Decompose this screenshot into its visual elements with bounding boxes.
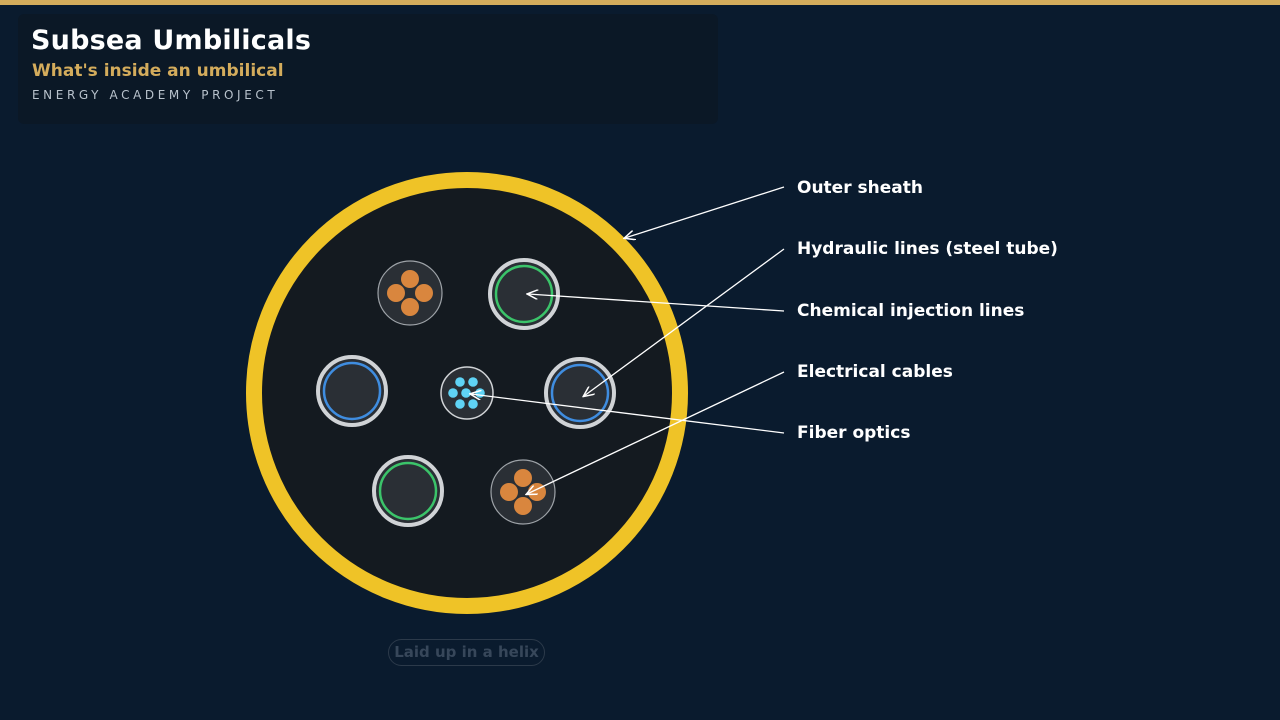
leader-outer-sheath	[625, 186, 785, 238]
project-name: ENERGY ACADEMY PROJECT	[32, 88, 279, 102]
helix-caption-pill: Laid up in a helix	[388, 639, 545, 666]
leader-electrical	[527, 371, 785, 494]
chemical-injection-line-bottom	[372, 455, 444, 527]
label-outer-sheath: Outer sheath	[797, 178, 923, 198]
label-hydraulic-lines: Hydraulic lines (steel tube)	[797, 239, 1058, 259]
title-panel	[18, 14, 718, 124]
label-chemical-injection: Chemical injection lines	[797, 301, 1024, 321]
top-accent-bar	[0, 0, 1280, 5]
hydraulic-line-right	[544, 357, 616, 429]
chemical-injection-line-top	[488, 258, 560, 330]
electrical-cable-top-left	[377, 260, 443, 326]
label-fiber-optics: Fiber optics	[797, 423, 910, 443]
leader-hydraulic	[584, 248, 785, 396]
hydraulic-line-left	[316, 355, 388, 427]
label-electrical-cables: Electrical cables	[797, 362, 953, 382]
electrical-cable-bottom-right	[490, 459, 556, 525]
leader-fiber	[471, 394, 785, 434]
leader-chemical	[528, 294, 785, 312]
page-subtitle: What's inside an umbilical	[32, 61, 284, 81]
page-title: Subsea Umbilicals	[31, 25, 312, 56]
fiber-optic-bundle	[440, 366, 494, 420]
